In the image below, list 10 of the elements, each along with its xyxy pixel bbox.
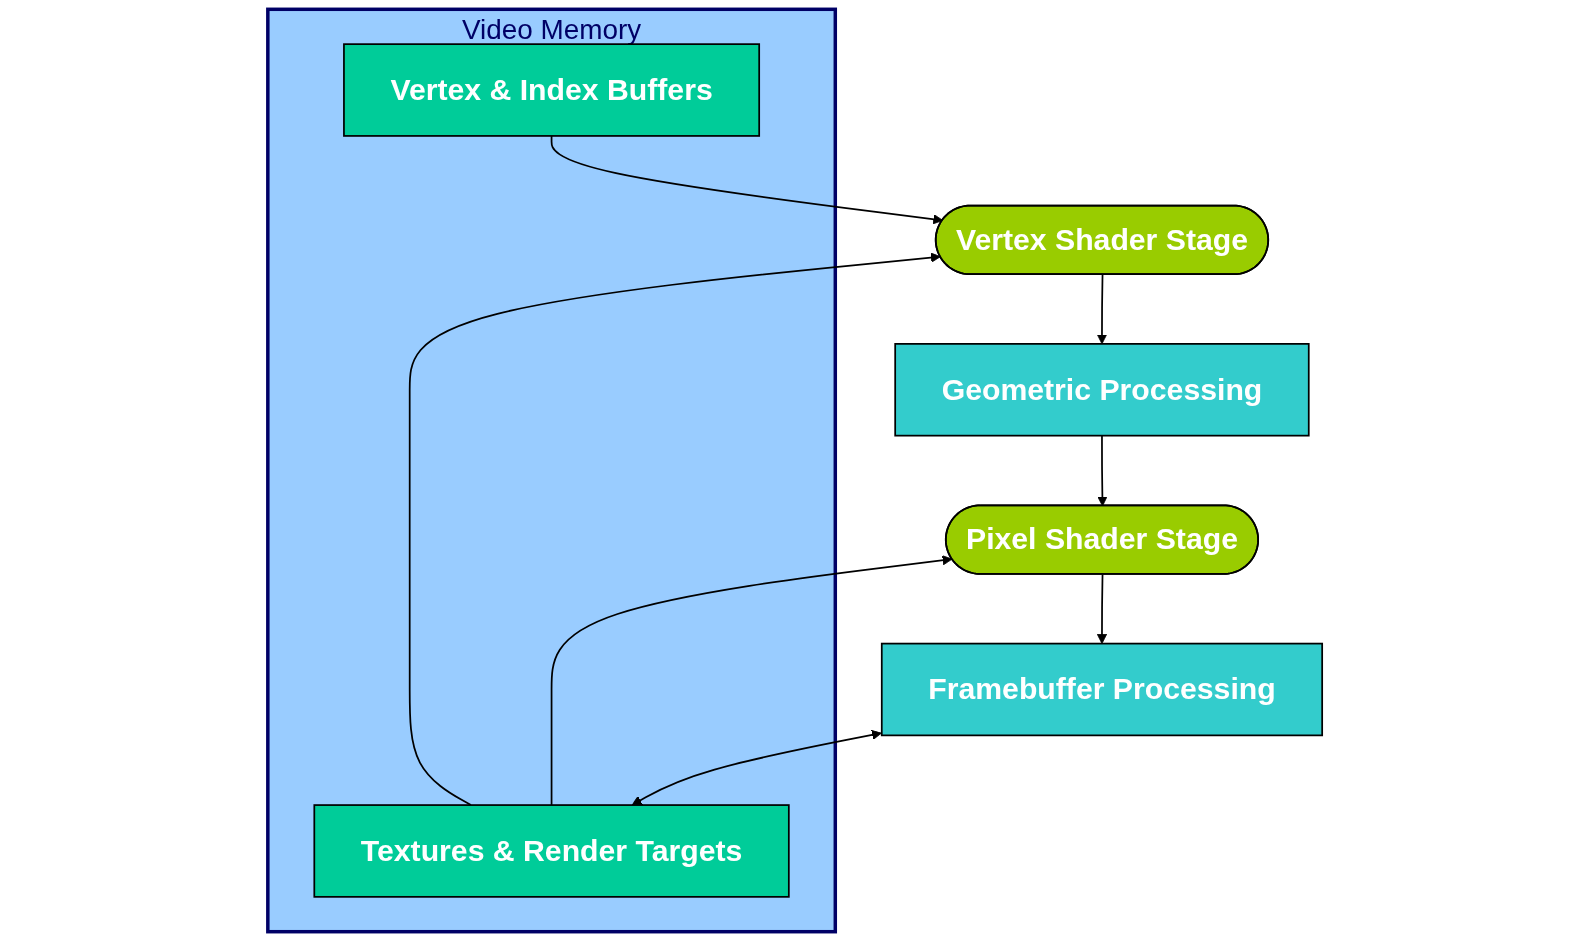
node-box: Geometric Processing [894, 343, 1310, 437]
node-box: Framebuffer Processing [880, 642, 1324, 737]
node-box: Textures & Render Targets [313, 804, 790, 898]
arrow [631, 729, 882, 806]
arrow [1096, 573, 1108, 645]
arrow [550, 555, 953, 806]
arrow [408, 252, 941, 806]
node-box: Vertex & Index Buffers [343, 43, 761, 137]
arrow [1096, 273, 1108, 345]
arrow [1097, 434, 1108, 507]
